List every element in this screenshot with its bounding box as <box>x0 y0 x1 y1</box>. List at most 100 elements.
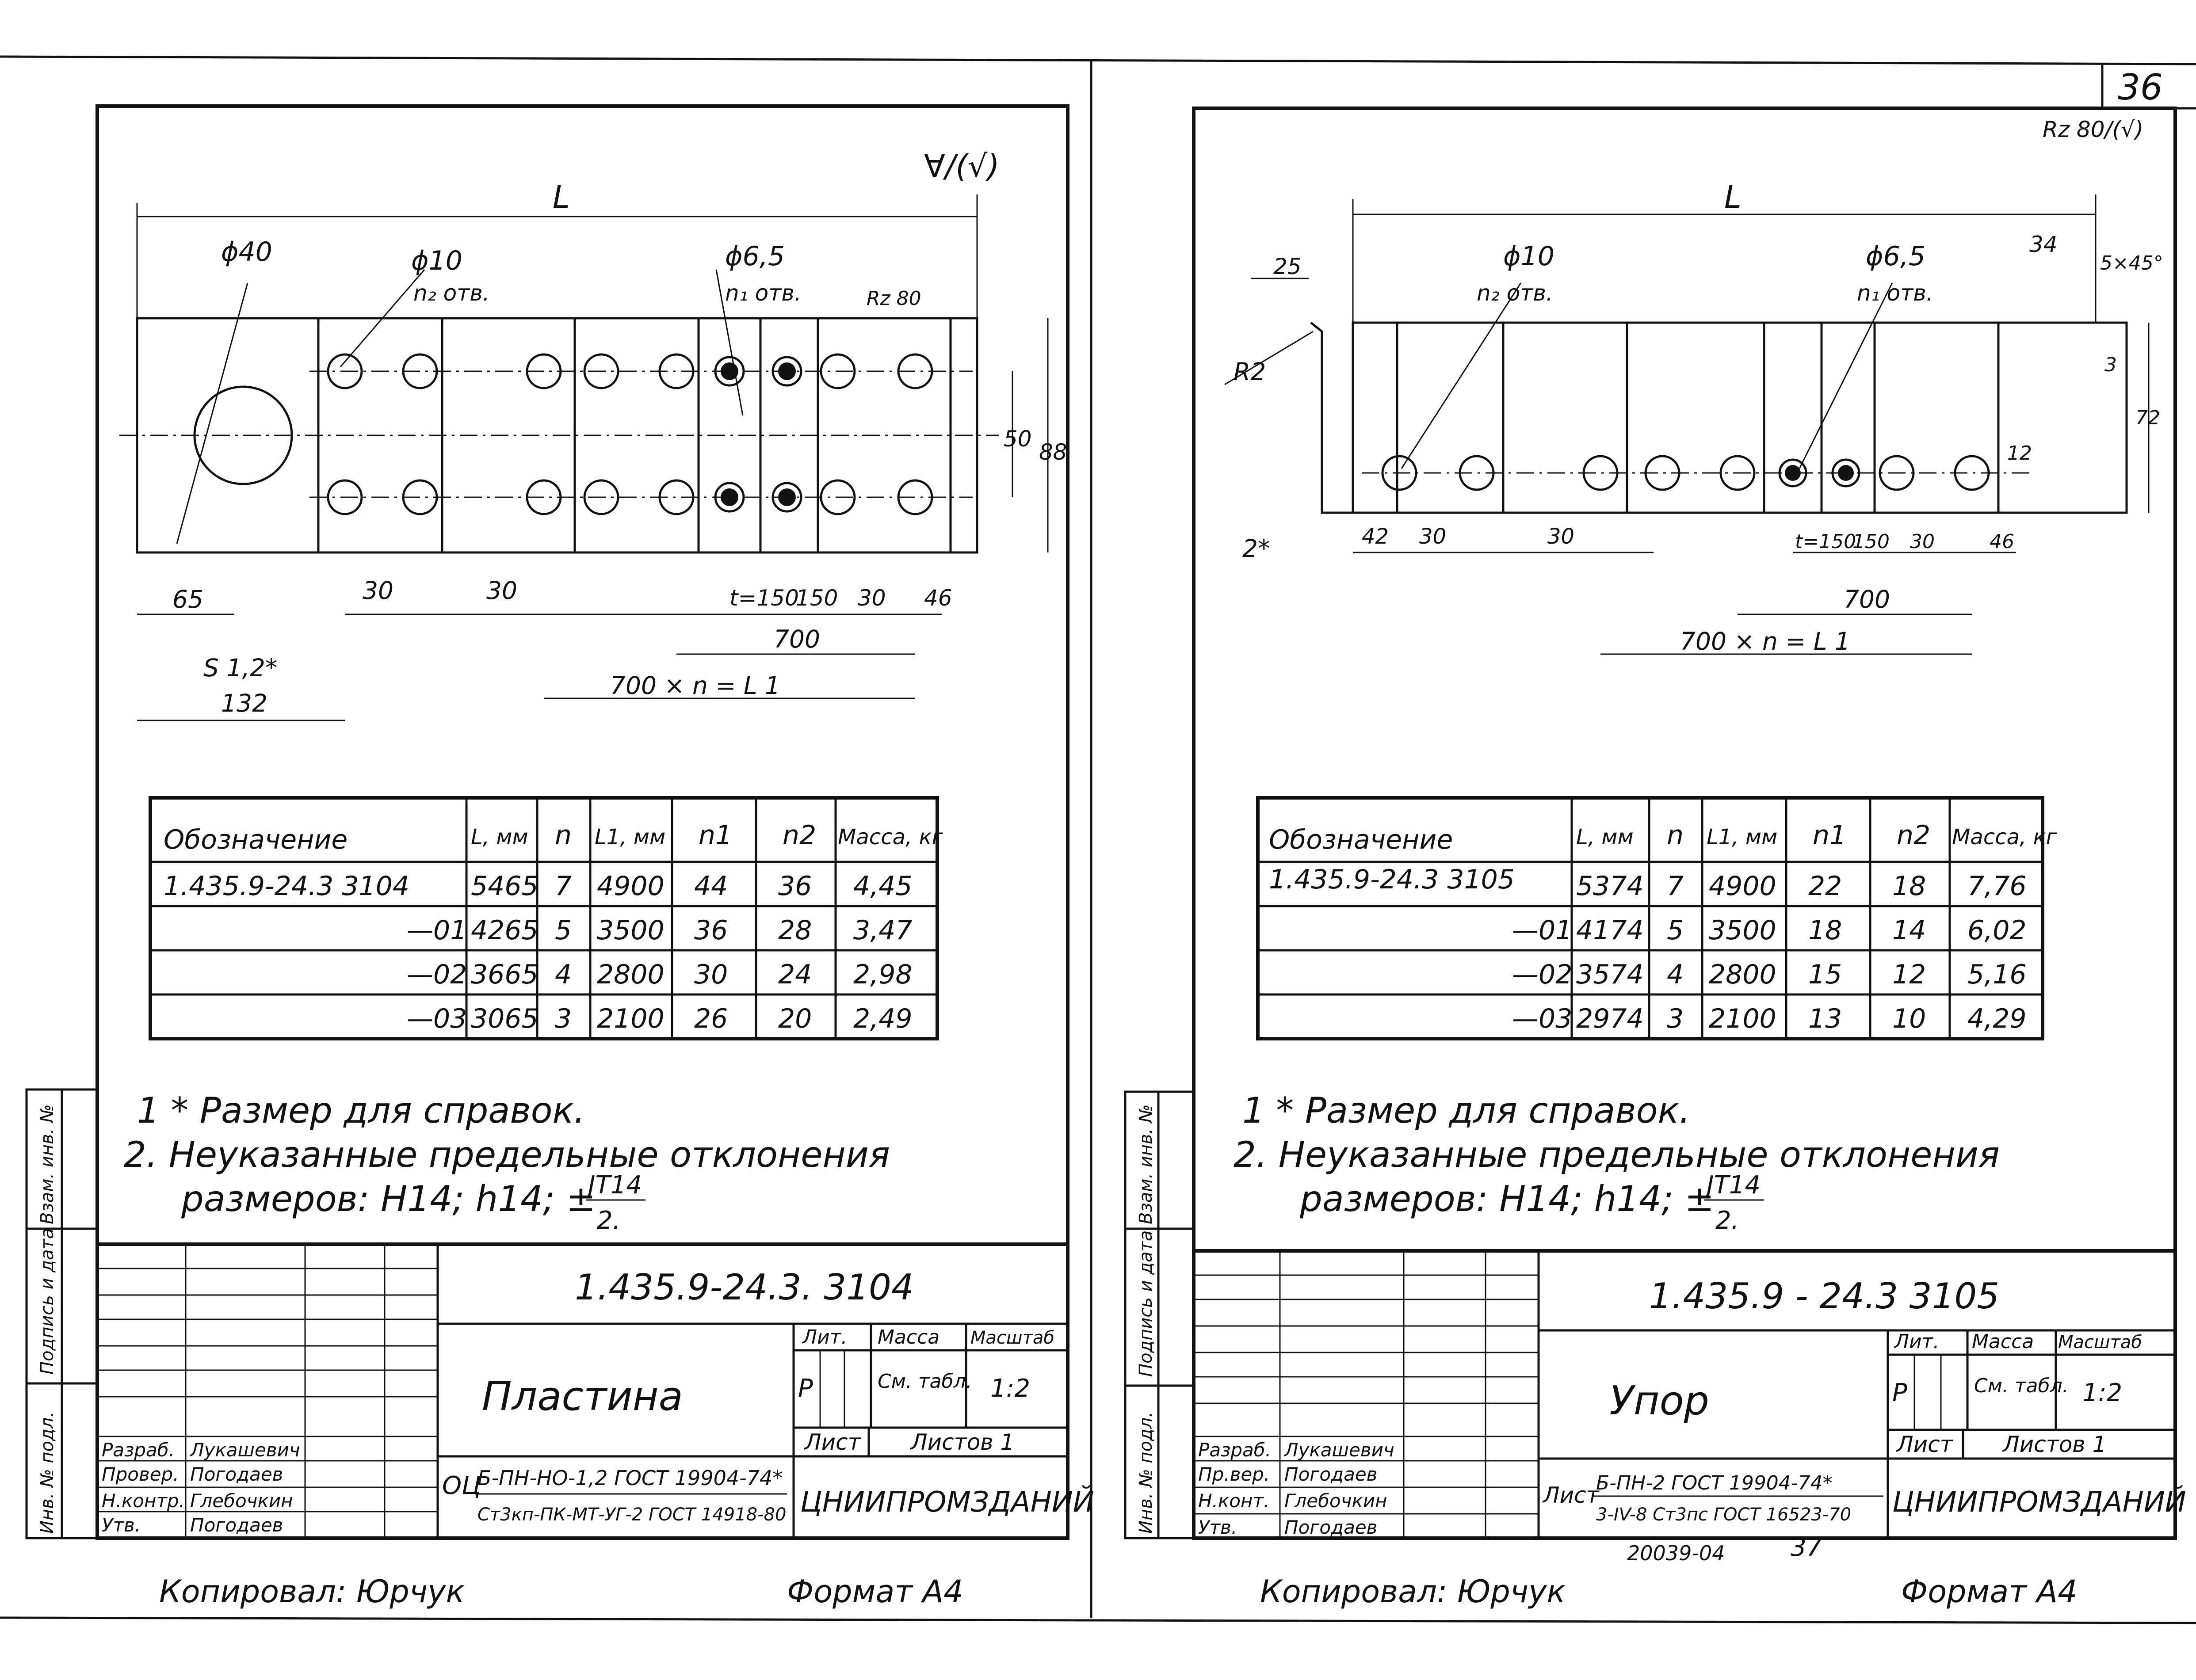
svg-text:Глебочкин: Глебочкин <box>1284 1490 1387 1512</box>
svg-text:5,16: 5,16 <box>1967 959 2027 990</box>
svg-text:5: 5 <box>555 915 572 946</box>
svg-text:Масса, кг: Масса, кг <box>838 825 943 850</box>
svg-text:Б-ПН-НО-1,2 ГОСТ 19904-74*: Б-ПН-НО-1,2 ГОСТ 19904-74* <box>477 1466 783 1490</box>
svg-text:2. Неуказанные предельные откл: 2. Неуказанные предельные отклонения <box>1234 1134 2000 1175</box>
svg-text:46: 46 <box>1990 530 2014 553</box>
svg-text:5465: 5465 <box>471 871 538 902</box>
svg-text:4900: 4900 <box>597 871 665 902</box>
drawing-code: 1.435.9 - 24.3 3105 <box>1649 1276 1999 1317</box>
svg-text:1:2: 1:2 <box>2082 1379 2122 1407</box>
svg-text:Масштаб: Масштаб <box>970 1328 1054 1348</box>
svg-text:30: 30 <box>1547 524 1574 549</box>
svg-text:Пр.вер.: Пр.вер. <box>1198 1463 1270 1485</box>
svg-text:18: 18 <box>1808 915 1842 946</box>
svg-text:Погодаев: Погодаев <box>190 1463 283 1485</box>
svg-text:2,49: 2,49 <box>853 1003 913 1034</box>
svg-text:2100: 2100 <box>597 1003 665 1034</box>
svg-text:10: 10 <box>1892 1003 1926 1034</box>
svg-text:13: 13 <box>1808 1003 1842 1034</box>
svg-text:n2: n2 <box>783 820 816 851</box>
svg-text:3: 3 <box>1667 1003 1684 1034</box>
svg-text:Обозначение: Обозначение <box>164 824 348 855</box>
svg-text:6,02: 6,02 <box>1967 915 2027 946</box>
svg-text:14: 14 <box>1892 915 1926 946</box>
svg-text:46: 46 <box>924 585 952 611</box>
svg-text:1:2: 1:2 <box>990 1374 1030 1403</box>
svg-text:3: 3 <box>555 1003 572 1034</box>
svg-text:50: 50 <box>1004 426 1032 452</box>
svg-text:4: 4 <box>555 959 572 990</box>
svg-text:Лит.: Лит. <box>802 1326 847 1349</box>
svg-text:Лукашевич: Лукашевич <box>1283 1439 1394 1461</box>
svg-text:2*: 2* <box>1242 534 1270 563</box>
svg-text:1.435.9-24.3 3104: 1.435.9-24.3 3104 <box>164 871 409 902</box>
drawing-title: Упор <box>1609 1378 1709 1424</box>
svg-text:4: 4 <box>1667 959 1684 990</box>
svg-text:3500: 3500 <box>597 915 665 946</box>
svg-text:Р: Р <box>1892 1379 1907 1407</box>
svg-text:3,47: 3,47 <box>853 915 913 946</box>
svg-text:ОЦ: ОЦ <box>442 1471 481 1500</box>
svg-text:n1: n1 <box>699 820 732 851</box>
svg-text:n2: n2 <box>1897 820 1930 851</box>
svg-text:размеров: H14; h14; ±: размеров: H14; h14; ± <box>181 1178 596 1219</box>
svg-text:30: 30 <box>486 576 517 605</box>
stop-dimensions: L ϕ10 n₂ отв. ϕ6,5 n₁ отв. 34 5×45° 25 R… <box>1234 179 2163 655</box>
svg-text:L: L <box>1724 179 1742 215</box>
copied-by-right: Копировал: Юрчук <box>1260 1573 1566 1610</box>
svg-text:2.: 2. <box>1715 1206 1739 1235</box>
side-strip-right: Взам. инв. № Подпись и дата Инв. № подл. <box>1124 1090 1195 1539</box>
order-number: 20039-04 <box>1627 1541 1725 1565</box>
svg-text:L: L <box>553 179 570 215</box>
svg-text:Подпись и дата: Подпись и дата <box>1136 1230 1156 1377</box>
svg-text:n₂ отв.: n₂ отв. <box>1477 280 1553 306</box>
svg-text:Подпись и дата: Подпись и дата <box>37 1228 57 1375</box>
svg-text:22: 22 <box>1808 871 1842 902</box>
svg-text:34: 34 <box>2029 232 2058 257</box>
svg-text:ЦНИИПРОМЗДАНИЙ: ЦНИИПРОМЗДАНИЙ <box>1892 1485 2186 1519</box>
svg-text:Погодаев: Погодаев <box>1284 1516 1377 1538</box>
spec-table-right: Обозначение L, мм n L1, мм n1 n2 Масса, … <box>1256 796 2058 1040</box>
roughness-symbol-right: Rz 80/(√) <box>2043 117 2143 142</box>
svg-text:n: n <box>1667 820 1684 851</box>
svg-text:Масштаб: Масштаб <box>2058 1332 2142 1352</box>
plate-drawing <box>119 194 1049 721</box>
stop-drawing <box>1224 194 2150 655</box>
svg-text:4265: 4265 <box>471 915 538 946</box>
svg-text:700 × n = L 1: 700 × n = L 1 <box>610 671 780 700</box>
svg-text:—02: —02 <box>407 959 467 990</box>
svg-text:25: 25 <box>1273 254 1302 279</box>
svg-text:Rz 80: Rz 80 <box>867 287 921 310</box>
svg-text:30: 30 <box>1910 530 1935 553</box>
svg-text:44: 44 <box>694 871 728 902</box>
roughness-symbol-left: ∀/(√) <box>924 148 1000 184</box>
svg-text:ϕ6,5: ϕ6,5 <box>725 241 785 272</box>
svg-text:Н.конт.: Н.конт. <box>1198 1490 1269 1512</box>
notes-left: 1 * Размер для справок. 2. Неуказанные п… <box>124 1090 890 1235</box>
svg-text:30: 30 <box>858 585 886 611</box>
svg-text:150: 150 <box>1852 530 1890 553</box>
svg-text:—01: —01 <box>1512 915 1572 946</box>
svg-text:7: 7 <box>555 871 572 902</box>
svg-text:3500: 3500 <box>1709 915 1776 946</box>
svg-text:t=150: t=150 <box>1795 530 1856 553</box>
format-right: Формат А4 <box>1901 1573 2078 1610</box>
svg-text:1 * Размер для справок.: 1 * Размер для справок. <box>1242 1090 1690 1131</box>
svg-text:3065: 3065 <box>471 1003 538 1034</box>
svg-text:—02: —02 <box>1512 959 1572 990</box>
svg-text:Листов 1: Листов 1 <box>2002 1432 2106 1457</box>
svg-text:Лукашевич: Лукашевич <box>189 1439 300 1461</box>
svg-text:65: 65 <box>172 585 203 613</box>
svg-text:88: 88 <box>1039 439 1067 465</box>
svg-text:4,45: 4,45 <box>853 871 913 902</box>
svg-text:Ст3кп-ПК-МТ-УГ-2 ГОСТ 14918-80: Ст3кп-ПК-МТ-УГ-2 ГОСТ 14918-80 <box>477 1505 786 1525</box>
svg-text:2800: 2800 <box>1709 959 1776 990</box>
svg-text:28: 28 <box>778 915 812 946</box>
svg-text:42: 42 <box>1362 524 1389 549</box>
svg-text:2800: 2800 <box>597 959 665 990</box>
spec-table-left: Обозначение L, мм n L1, мм n1 n2 Масса, … <box>149 796 943 1040</box>
title-block-left: Разраб. Провер. Н.контр. Утв. Лукашевич … <box>95 1242 1094 1540</box>
svg-text:3: 3 <box>2104 354 2117 376</box>
svg-text:72: 72 <box>2135 407 2160 429</box>
svg-text:ϕ6,5: ϕ6,5 <box>1866 241 1925 272</box>
